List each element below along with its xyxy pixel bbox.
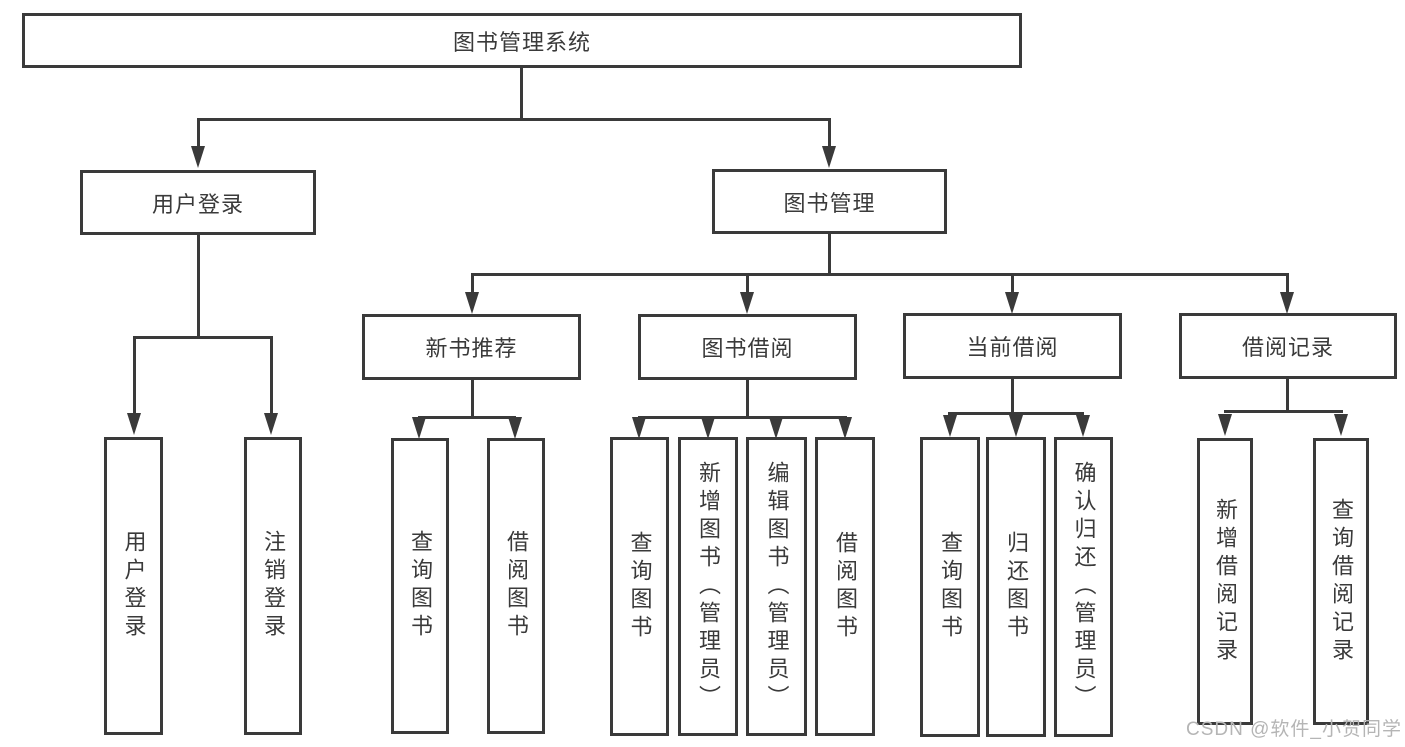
connector-line [1011,276,1014,294]
arrow-down-icon [412,417,426,439]
leaf-label: 借阅图书 [504,530,529,642]
node-current-borrow: 当前借阅 [903,313,1122,379]
leaf-confirm-return-admin: 确认归还（管理员） [1054,437,1113,737]
connector-line [520,68,523,118]
leaf-label: 归还图书 [1004,531,1029,643]
leaf-label: 查询借阅记录 [1329,497,1354,666]
arrow-down-icon [838,417,852,439]
connector-line [133,336,273,339]
connector-line [1011,379,1014,412]
leaf-add-books-admin: 新增图书（管理员） [678,437,738,736]
leaf-borrow-books-recommend: 借阅图书 [487,438,545,734]
leaf-logout: 注销登录 [244,437,302,735]
node-label: 图书借阅 [701,336,794,361]
connector-line [197,118,831,121]
leaf-label: 新增图书（管理员） [696,460,721,713]
connector-line [133,339,136,413]
node-label: 图书管理系统 [452,29,591,55]
arrow-down-icon [1076,415,1090,437]
leaf-query-books-current: 查询图书 [920,437,980,737]
arrow-down-icon [632,417,646,439]
node-label: 新书推荐 [425,336,518,361]
arrow-down-icon [1218,414,1232,436]
node-borrow-records: 借阅记录 [1179,313,1397,379]
connector-line [1286,379,1289,410]
leaf-label: 编辑图书（管理员） [764,460,790,713]
connector-line [471,273,1289,276]
arrow-down-icon [264,413,278,435]
connector-line [197,121,200,148]
arrow-down-icon [127,413,141,435]
leaf-label: 注销登录 [261,530,286,642]
connector-line [746,276,749,294]
node-new-book-recommend: 新书推荐 [362,314,581,380]
leaf-query-borrow-record: 查询借阅记录 [1313,438,1369,725]
leaf-add-borrow-record: 新增借阅记录 [1197,438,1253,725]
leaf-user-login: 用户登录 [104,437,163,735]
node-book-borrow: 图书借阅 [638,314,857,380]
leaf-label: 新增借阅记录 [1213,497,1238,666]
leaf-borrow-books: 借阅图书 [815,437,875,736]
arrow-down-icon [822,146,836,168]
arrow-down-icon [1009,415,1023,437]
watermark: CSDN @软件_小贺同学 [1186,719,1402,740]
node-label: 当前借阅 [966,335,1059,360]
arrow-down-icon [465,292,479,314]
connector-line [1286,276,1289,294]
leaf-query-books-borrow: 查询图书 [610,437,669,736]
connector-line [638,416,847,419]
connector-line [418,416,516,419]
connector-line [828,234,831,273]
leaf-label: 查询图书 [627,530,653,643]
node-label: 图书管理 [783,190,876,216]
connector-line [948,412,1084,415]
connector-line [471,276,474,294]
leaf-query-books-recommend: 查询图书 [391,438,449,734]
node-label: 用户登录 [151,191,244,217]
leaf-label: 查询图书 [938,531,963,643]
arrow-down-icon [740,292,754,314]
arrow-down-icon [508,417,522,439]
connector-line [270,339,273,413]
leaf-label: 借阅图书 [833,530,858,643]
connector-line [197,235,200,336]
leaf-label: 用户登录 [121,530,147,642]
connector-line [1224,410,1343,413]
leaf-edit-books-admin: 编辑图书（管理员） [746,437,807,736]
leaf-return-books: 归还图书 [986,437,1046,737]
arrow-down-icon [1005,292,1019,314]
node-book-management: 图书管理 [712,169,947,234]
leaf-label: 查询图书 [408,530,433,642]
node-label: 借阅记录 [1241,335,1334,360]
arrow-down-icon [1334,414,1348,436]
leaf-label: 确认归还（管理员） [1071,461,1097,713]
node-user-login: 用户登录 [80,170,316,235]
connector-line [471,380,474,416]
node-library-system: 图书管理系统 [22,13,1022,68]
arrow-down-icon [943,415,957,437]
arrow-down-icon [769,417,783,439]
arrow-down-icon [701,417,715,439]
arrow-down-icon [191,146,205,168]
connector-line [828,121,831,148]
connector-line [746,380,749,416]
arrow-down-icon [1280,292,1294,314]
